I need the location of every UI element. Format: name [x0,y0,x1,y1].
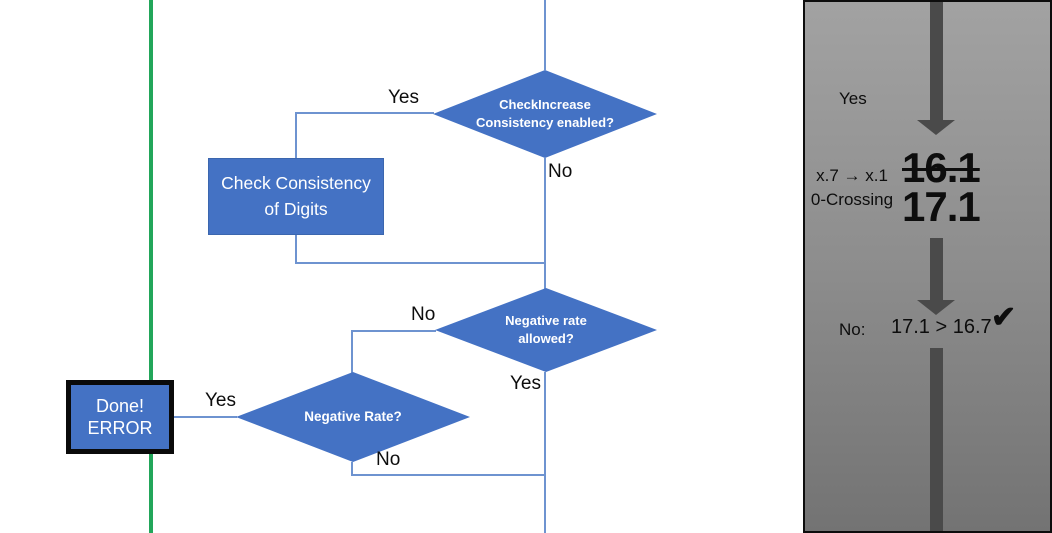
process-check-consistency-of-digits: Check Consistency of Digits [208,158,384,235]
connector-d2-yes-vertical [544,372,546,533]
terminal-done-error: Done! ERROR [66,380,174,454]
branch-label-d2-no: No [411,304,436,325]
decision-check-increase-label: CheckIncrease Consistency enabled? [476,96,614,130]
down-arrow-3-shaft [930,348,943,531]
note-transition: x.7 → x.1 [816,166,888,185]
connector-rect-out-vertical [295,235,297,264]
note-zero-crossing: 0-Crossing [810,190,894,209]
down-arrow-2-shaft [930,238,943,300]
connector-d2-no-horizontal [351,330,436,332]
process-check-consistency-label: Check Consistency of Digits [221,173,371,219]
connector-top-vertical [544,0,546,70]
connector-d3-no-vertical [351,462,353,476]
decision-negative-rate-allowed: Negative rate allowed? [435,288,657,372]
connector-rect-out-horizontal [295,262,545,264]
result-comparison-value: 17.1 > 16.7 [891,316,992,338]
branch-label-d3-yes: Yes [205,390,236,411]
new-value: 17.1 [902,183,981,230]
branch-label-d1-yes: Yes [388,87,419,108]
old-value-strikethrough: 16.1 [902,144,981,191]
decision-negative-rate: Negative Rate? [236,372,470,462]
decision-check-increase-consistency: CheckIncrease Consistency enabled? [433,70,657,158]
decision-negative-rate-allowed-label: Negative rate allowed? [505,312,587,346]
branch-label-d2-yes: Yes [510,373,541,394]
connector-d1-no-vertical [544,158,546,289]
down-arrow-1-shaft [930,2,943,120]
value-stack: 16.1 17.1 [902,147,981,228]
decision-negative-rate-label: Negative Rate? [304,408,402,424]
zero-crossing-note: x.7 → x.1 0-Crossing [805,164,899,212]
connector-d3-yes-horizontal [171,416,237,418]
error-line: ERROR [87,418,153,438]
down-arrow-1-icon [917,120,955,135]
branch-label-d3-no: No [376,449,401,470]
connector-d2-no-vertical [351,330,353,373]
connector-d1-yes-horizontal [295,112,434,114]
annotation-panel: Yes x.7 → x.1 0-Crossing 16.1 17.1 No: 1… [803,0,1052,533]
panel-yes-label: Yes [839,89,867,108]
green-divider-line [149,0,153,533]
done-line: Done! [95,395,145,416]
terminal-done-error-label: Done! ERROR [87,395,152,440]
connector-d1-yes-vertical [295,112,297,159]
down-arrow-2-icon [917,300,955,315]
checkmark-icon: ✔ [991,301,1017,334]
branch-label-d1-no: No [548,161,573,182]
result-prefix-label: No: [839,320,866,339]
connector-d3-no-horizontal [351,474,546,476]
